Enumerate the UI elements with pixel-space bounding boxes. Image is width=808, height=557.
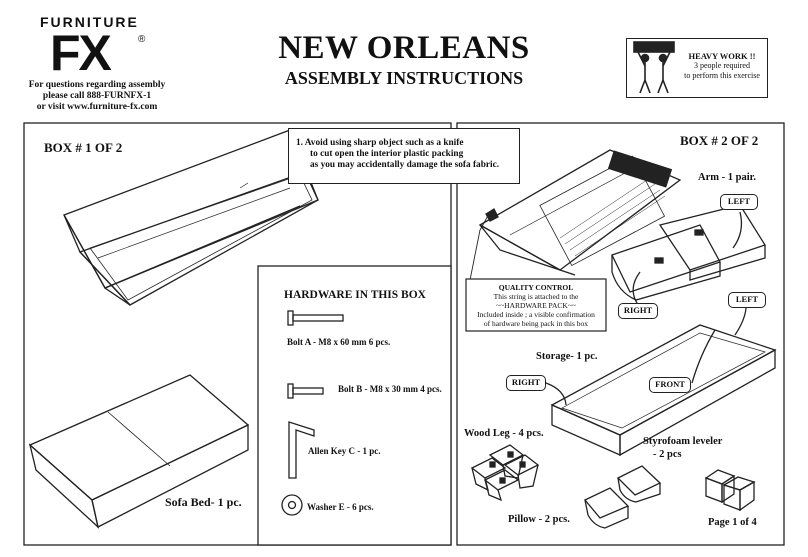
heavy-work-line-2: 3 people required [694, 61, 750, 70]
two-people-lifting-icon [633, 41, 675, 94]
arrow-left-1 [732, 211, 743, 249]
logo-main-text: FX [50, 25, 112, 81]
quality-control-box [465, 278, 607, 332]
styrofoam-label-line-2: - 2 pcs [653, 449, 682, 460]
arm-pair-drawing [611, 204, 766, 301]
right-tag-arm: RIGHT [618, 303, 658, 319]
bolt-a-label: Bolt A - M8 x 60 mm 6 pcs. [287, 337, 391, 347]
bolt-b-label: Bolt B - M8 x 30 mm 4 pcs. [338, 384, 442, 394]
right-tag-storage: RIGHT [506, 375, 546, 391]
notice-box [288, 128, 520, 184]
washer-label: Washer E - 6 pcs. [307, 502, 374, 512]
quality-control-line-2: This string is attached to the [493, 292, 579, 301]
styrofoam-label-line-1: Styrofoam leveler [643, 436, 723, 447]
notice-line-2: to cut open the interior plastic packing [310, 149, 464, 159]
arrow-right-2 [545, 382, 567, 406]
heavy-work-box [626, 38, 768, 98]
allen-key-label: Allen Key C - 1 pc. [308, 446, 381, 456]
hardware-panel [257, 265, 452, 546]
wood-leg-label: Wood Leg - 4 pcs. [464, 428, 544, 439]
box1-title: BOX # 1 OF 2 [44, 140, 123, 155]
quality-control-line-1: QUALITY CONTROL [498, 283, 574, 292]
styrofoam-levelers-drawing [704, 469, 756, 512]
arm-label: Arm - 1 pair. [698, 172, 756, 183]
pillow-label: Pillow - 2 pcs. [508, 514, 570, 525]
bolt-b-drawing [287, 383, 324, 399]
allen-key-drawing [288, 421, 315, 479]
page-title: NEW ORLEANS [278, 30, 530, 66]
box2-open-drawing [469, 149, 682, 286]
notice-line-3: as you may accidentally damage the sofa … [310, 160, 500, 170]
storage-label: Storage- 1 pc. [536, 351, 598, 362]
arrow-front [691, 329, 716, 384]
contact-line-3: or visit www.furniture-fx.com [36, 102, 158, 112]
contact-line-2: please call 888-FURNFX-1 [42, 91, 152, 101]
arrow-left-2 [734, 307, 747, 336]
storage-frame-drawing [550, 324, 777, 457]
arrow-right-1 [632, 271, 641, 304]
box2-title: BOX # 2 OF 2 [680, 133, 759, 148]
washer-drawing [281, 494, 303, 516]
page-number: Page 1 of 4 [708, 517, 757, 528]
hardware-title: HARDWARE IN THIS BOX [284, 289, 426, 301]
heavy-work-line-3: to perform this exercise [684, 71, 760, 80]
notice-line-1: 1. Avoid using sharp object such as a kn… [296, 138, 464, 148]
left-tag-storage: LEFT [728, 292, 766, 308]
sofa-bed-box-drawing [28, 374, 250, 529]
contact-line-1: For questions regarding assembly [28, 80, 166, 90]
bolt-a-drawing [287, 310, 344, 326]
sofa-box-open-drawing [63, 129, 319, 306]
logo-top-text: FURNITURE [40, 14, 139, 30]
quality-control-line-5: of hardware being pack in this box [483, 319, 589, 328]
page-subtitle: ASSEMBLY INSTRUCTIONS [284, 68, 524, 88]
quality-control-line-4: Included inside ; a visible confirmation [477, 310, 595, 319]
heavy-work-line-1: HEAVY WORK !! [688, 51, 756, 61]
sofa-bed-label: Sofa Bed- 1 pc. [165, 495, 242, 509]
left-tag-arm: LEFT [720, 194, 758, 210]
pillows-drawing [583, 465, 662, 529]
wood-legs-drawing [470, 444, 540, 502]
box2-panel [456, 122, 785, 546]
logo-registered-mark: ® [138, 34, 146, 45]
quality-control-line-3: ~~HARDWARE PACK~~ [496, 301, 576, 310]
front-tag-storage: FRONT [649, 377, 691, 393]
